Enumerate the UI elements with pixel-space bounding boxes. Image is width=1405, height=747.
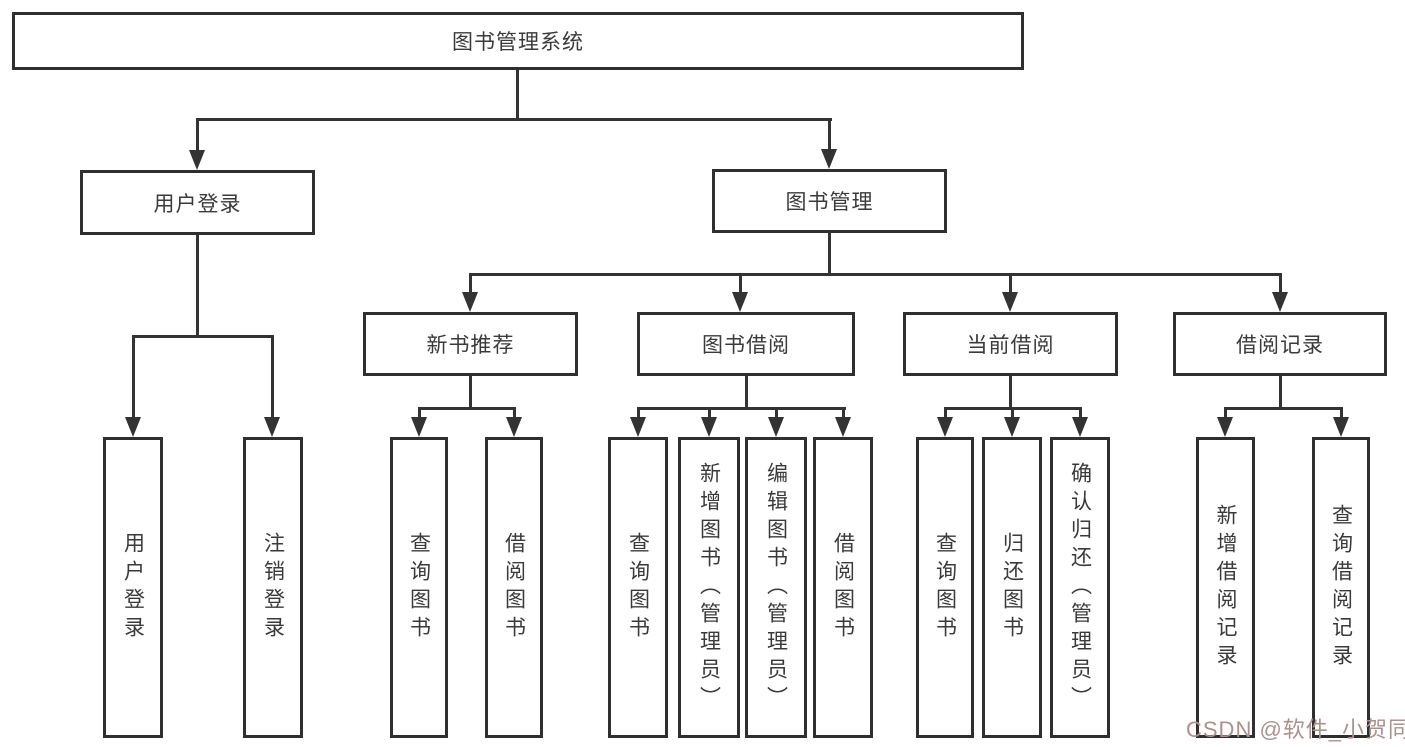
- node-book-mgmt: 图书管理: [712, 169, 947, 233]
- connector-record-rail: [1224, 407, 1343, 410]
- connector-borrow-stem: [745, 376, 748, 407]
- leaf-label: 用户登录: [121, 531, 145, 644]
- connector-to-current: [1009, 273, 1012, 295]
- arrowhead-leaf: [1072, 417, 1088, 437]
- arrowhead-leaf: [1333, 417, 1349, 437]
- leaf-query-book-current: 查询图书: [916, 437, 974, 738]
- connector-leaf: [513, 407, 516, 421]
- node-borrow: 图书借阅: [637, 312, 855, 376]
- connector-leaf: [842, 407, 845, 421]
- connector-leaf: [1224, 407, 1227, 421]
- arrowhead-leaf: [701, 417, 717, 437]
- connector-current-stem: [1009, 376, 1012, 407]
- node-user-login-label: 用户登录: [153, 192, 242, 216]
- arrowhead-leaf: [630, 417, 646, 437]
- connector-root-stem: [516, 70, 519, 118]
- arrowhead-leaf: [768, 417, 784, 437]
- node-borrow-label: 图书借阅: [702, 334, 790, 357]
- leaf-label: 查询图书: [626, 531, 650, 644]
- connector-level2-rail: [197, 118, 832, 121]
- node-record: 借阅记录: [1173, 312, 1387, 376]
- leaf-borrow-book-borrow: 借阅图书: [813, 437, 873, 738]
- arrowhead-leaf: [1217, 417, 1233, 437]
- leaf-label: 查询借阅记录: [1329, 503, 1353, 672]
- connector-user-login-rail: [132, 335, 274, 338]
- leaf-label: 确认归还（管理员）: [1068, 461, 1092, 714]
- node-current-label: 当前借阅: [966, 334, 1055, 357]
- leaf-query-book-borrow: 查询图书: [608, 437, 668, 738]
- arrowhead-leaf: [411, 417, 427, 437]
- leaf-label: 归还图书: [1000, 531, 1024, 644]
- arrowhead-record: [1272, 292, 1288, 312]
- arrowhead-leaf: [937, 417, 953, 437]
- leaf-borrow-book-newrec: 借阅图书: [485, 437, 543, 738]
- connector-new-rec-stem: [469, 376, 472, 407]
- leaf-label: 借阅图书: [831, 531, 855, 644]
- connector-level3-rail: [469, 273, 1281, 276]
- leaf-label: 新增图书（管理员）: [697, 461, 721, 714]
- node-current: 当前借阅: [903, 312, 1118, 376]
- connector-to-user-login: [196, 118, 199, 154]
- arrowhead-current: [1002, 292, 1018, 312]
- leaf-label: 查询图书: [407, 531, 431, 644]
- connector-record-stem: [1279, 376, 1282, 407]
- connector-leaf: [637, 407, 640, 421]
- leaf-confirm-return-admin: 确认归还（管理员）: [1050, 437, 1110, 738]
- leaf-label: 查询图书: [933, 531, 957, 644]
- connector-new-rec-rail: [418, 407, 516, 410]
- leaf-label: 借阅图书: [502, 531, 526, 644]
- connector-user-login-stem: [196, 235, 199, 335]
- node-new-rec: 新书推荐: [363, 312, 578, 376]
- csdn-watermark: CSDN @软件_小贺同学: [1186, 717, 1405, 742]
- leaf-user-login: 用户登录: [103, 437, 163, 738]
- arrowhead-leaf: [835, 417, 851, 437]
- arrowhead-leaf-logout: [264, 417, 280, 437]
- arrowhead-borrow: [732, 292, 748, 312]
- arrowhead-book-mgmt: [821, 149, 837, 169]
- connector-leaf: [1079, 407, 1082, 421]
- leaf-query-book-newrec: 查询图书: [390, 437, 448, 738]
- arrowhead-leaf-login: [125, 417, 141, 437]
- arrowhead-leaf: [506, 417, 522, 437]
- connector-book-mgmt-stem: [828, 233, 831, 273]
- leaf-add-book-admin: 新增图书（管理员）: [678, 437, 740, 738]
- leaf-return-book: 归还图书: [982, 437, 1042, 738]
- leaf-label: 编辑图书（管理员）: [764, 461, 788, 714]
- connector-leaf: [708, 407, 711, 421]
- connector-leaf: [418, 407, 421, 421]
- node-record-label: 借阅记录: [1236, 334, 1324, 357]
- node-book-mgmt-label: 图书管理: [785, 191, 874, 214]
- leaf-logout: 注销登录: [243, 437, 303, 738]
- connector-leaf: [1340, 407, 1343, 421]
- node-user-login: 用户登录: [80, 170, 315, 235]
- connector-leaf: [944, 407, 947, 421]
- connector-to-borrow: [739, 273, 742, 295]
- connector-leaf: [775, 407, 778, 421]
- connector-borrow-rail: [637, 407, 846, 410]
- connector-to-record: [1279, 273, 1282, 295]
- leaf-edit-book-admin: 编辑图书（管理员）: [745, 437, 807, 738]
- node-root: 图书管理系统: [12, 12, 1024, 70]
- leaf-label: 新增借阅记录: [1214, 503, 1237, 672]
- arrowhead-user-login: [189, 150, 205, 170]
- node-root-label: 图书管理系统: [452, 31, 584, 54]
- connector-to-new-rec: [469, 273, 472, 295]
- leaf-query-borrow-record: 查询借阅记录: [1312, 437, 1370, 738]
- arrowhead-leaf: [1004, 417, 1020, 437]
- connector-to-book-mgmt: [828, 118, 831, 154]
- connector-to-leaf-login: [132, 335, 135, 419]
- connector-to-leaf-logout: [271, 335, 274, 419]
- leaf-label: 注销登录: [261, 531, 285, 644]
- connector-leaf: [1011, 407, 1014, 421]
- node-new-rec-label: 新书推荐: [426, 334, 515, 357]
- leaf-add-borrow-record: 新增借阅记录: [1196, 437, 1255, 738]
- arrowhead-new-rec: [462, 292, 478, 312]
